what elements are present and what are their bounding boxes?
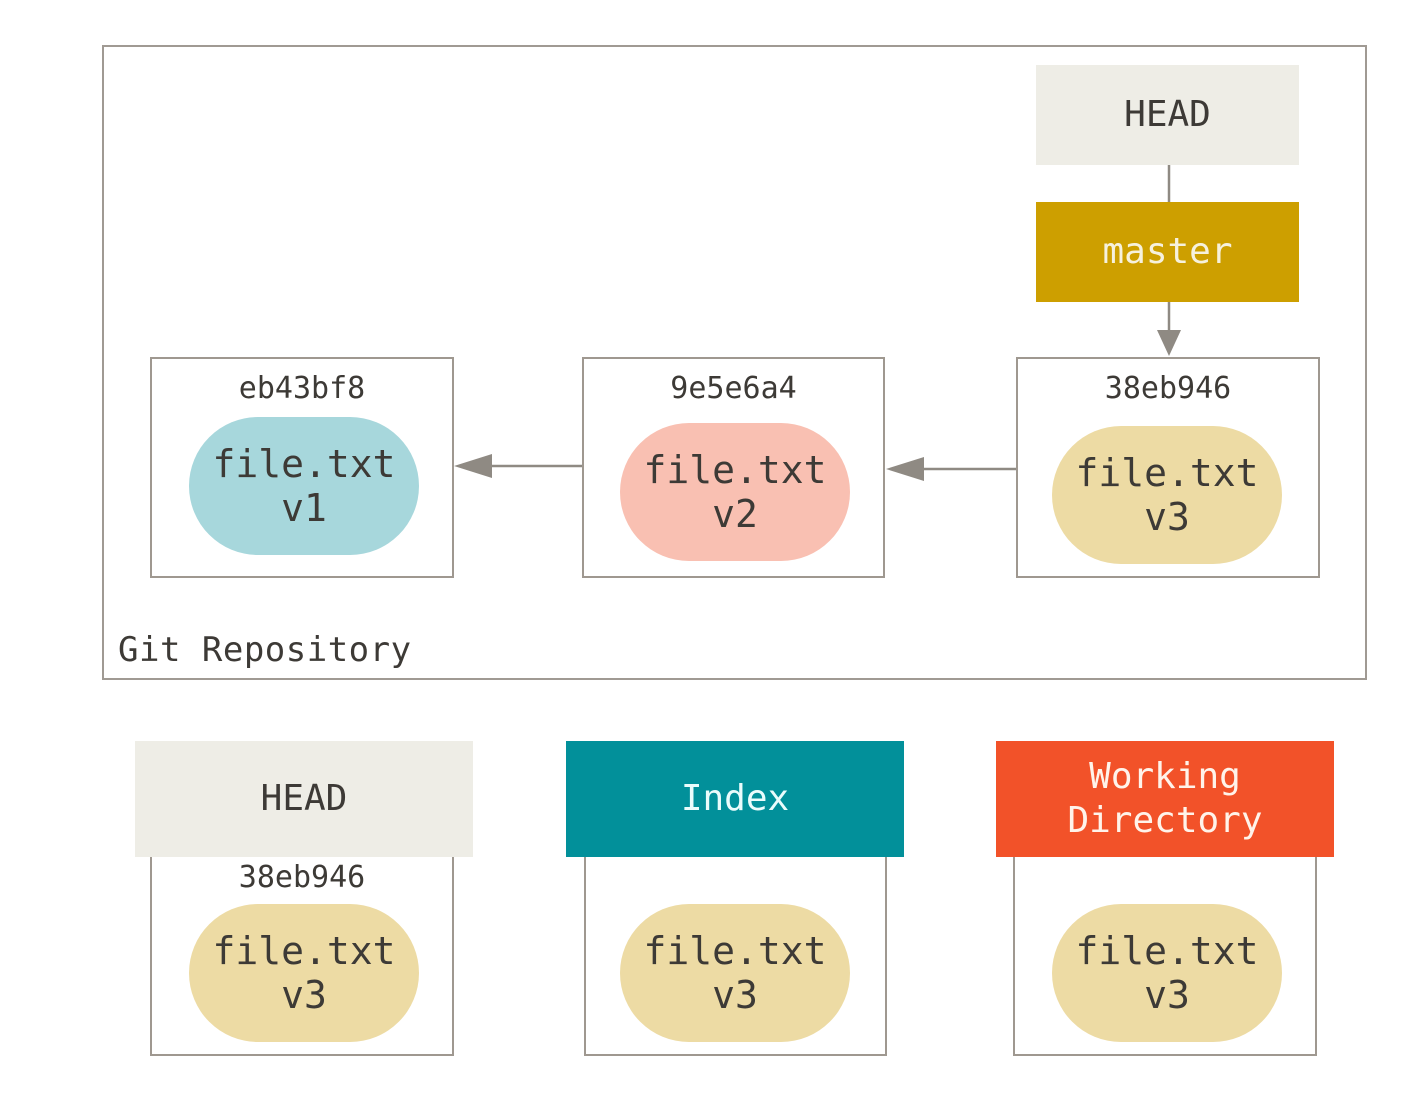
index-tree-label: Index: [680, 778, 790, 819]
index-tree-box: file.txt v3: [584, 852, 887, 1056]
blob-filename: file.txt: [212, 929, 396, 973]
git-repository-label: Git Repository: [118, 630, 412, 670]
blob-filename: file.txt: [643, 929, 827, 973]
blob-version: v3: [1144, 495, 1190, 539]
commit-box: 9e5e6a4 file.txt v2: [582, 357, 885, 578]
commit-box: 38eb946 file.txt v3: [1016, 357, 1320, 578]
index-tree-header: Index: [566, 741, 904, 857]
master-to-commit-arrowhead: [1157, 330, 1181, 356]
blob-version: v1: [281, 486, 327, 530]
working-directory-label-line2: Directory: [1067, 800, 1263, 841]
commit-box: eb43bf8 file.txt v1: [150, 357, 454, 578]
working-directory-tree-box: file.txt v3: [1013, 852, 1317, 1056]
file-blob-v3: file.txt v3: [189, 904, 419, 1042]
commit-hash: 9e5e6a4: [670, 371, 797, 406]
blob-version: v3: [712, 973, 758, 1017]
commit-hash: 38eb946: [238, 860, 366, 895]
working-directory-tree-header: Working Directory: [996, 741, 1334, 857]
file-blob-v3: file.txt v3: [1052, 904, 1282, 1042]
blob-version: v3: [1144, 973, 1190, 1017]
master-branch-label: master: [1102, 231, 1233, 272]
head-tree-label: HEAD: [260, 778, 348, 819]
file-blob-v2: file.txt v2: [620, 423, 850, 561]
head-tree-box: 38eb946 file.txt v3: [150, 852, 454, 1056]
blob-filename: file.txt: [1075, 451, 1259, 495]
master-branch-ref: master: [1036, 202, 1299, 302]
commit-hash: eb43bf8: [238, 371, 366, 406]
working-directory-label-line1: Working: [1089, 756, 1241, 797]
file-blob-v3: file.txt v3: [620, 904, 850, 1042]
file-blob-v1: file.txt v1: [189, 417, 419, 555]
blob-filename: file.txt: [643, 448, 827, 492]
blob-filename: file.txt: [212, 442, 396, 486]
commit3-to-commit2-arrowhead: [886, 457, 924, 481]
file-blob-v3: file.txt v3: [1052, 426, 1282, 564]
head-ref-label: HEAD: [1124, 94, 1211, 135]
commit2-to-commit1-arrowhead: [454, 454, 492, 478]
blob-version: v3: [281, 973, 327, 1017]
blob-version: v2: [712, 492, 758, 536]
blob-filename: file.txt: [1075, 929, 1259, 973]
head-tree-header: HEAD: [135, 741, 473, 857]
commit-hash: 38eb946: [1104, 371, 1232, 406]
head-ref: HEAD: [1036, 65, 1299, 165]
